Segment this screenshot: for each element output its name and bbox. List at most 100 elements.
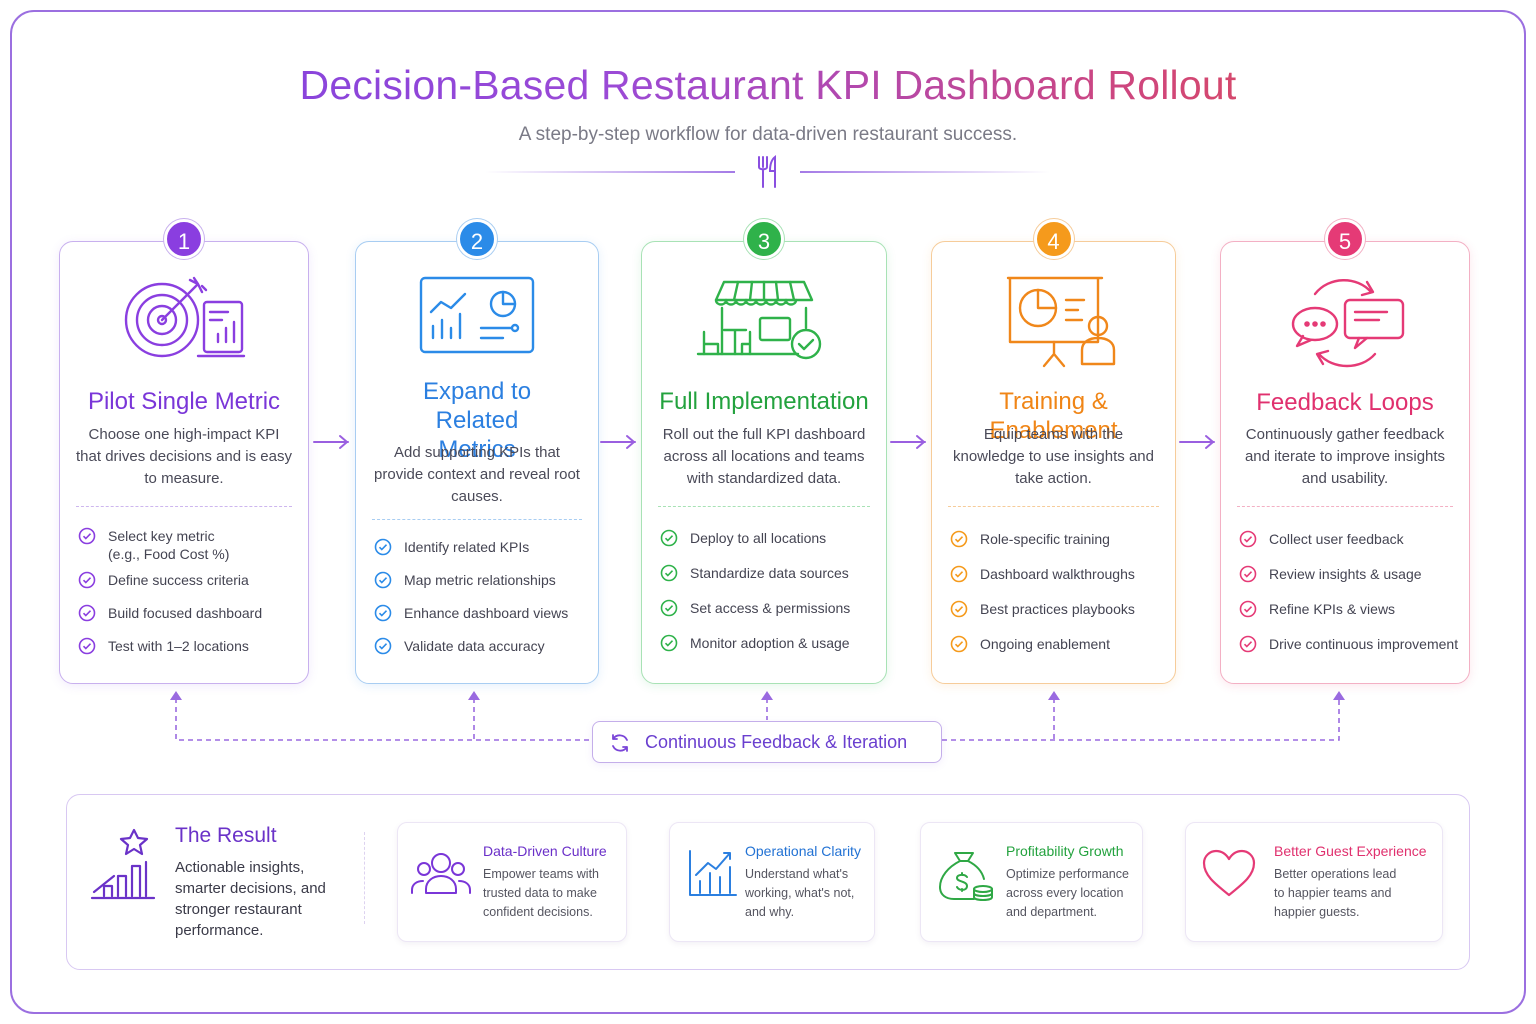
benefit-text: Understand what's working, what's not, a… [745,867,855,919]
checklist-item-label: Refine KPIs & views [1269,601,1396,617]
step-description: Continuously gather feedback and iterate… [1244,426,1446,487]
step-separator [372,519,582,520]
check-circle-icon [950,565,968,583]
step-checklist: Role-specific training Dashboard walkthr… [950,530,1167,670]
step-title: Pilot Single Metric [87,388,281,415]
checklist-item: Define success criteria [78,571,300,604]
checklist-item-label: Monitor adoption & usage [690,635,850,651]
step-title: Expand to Related Metrics [356,377,598,464]
checklist-item: Drive continuous improvement [1239,635,1461,670]
step-separator [1237,506,1453,507]
benefit-title: Profitability Growth [1006,843,1124,859]
checklist-item: Enhance dashboard views [374,604,590,637]
benefit-title: Data-Driven Culture [483,843,607,859]
benefit-text: Empower teams with trusted data to make … [483,867,600,919]
arrow-right-icon [1179,435,1215,449]
checklist-item-label: Map metric relationships [404,572,556,588]
check-circle-icon [374,571,392,589]
result-text: Actionable insights, smarter decisions, … [175,859,326,939]
star-growth-chart-icon [90,828,156,900]
step-title: Feedback Loops [1256,389,1434,416]
checklist-item-label: Role-specific training [980,531,1110,547]
analytics-dashboard-icon [419,276,535,354]
check-circle-icon [78,604,96,622]
step-checklist: Select key metric (e.g., Food Cost %) De… [78,527,300,670]
step-separator [948,506,1159,507]
check-circle-icon [374,604,392,622]
checklist-item: Dashboard walkthroughs [950,565,1167,600]
checklist-item: Standardize data sources [660,564,878,599]
checklist-item: Refine KPIs & views [1239,600,1461,635]
benefit-title: Better Guest Experience [1274,843,1427,859]
step-card-3: 3 Full Implementation Roll out the full … [641,219,887,684]
checklist-item-label: Test with 1–2 locations [108,638,249,654]
step-description: Choose one high-impact KPI that drives d… [76,426,292,487]
page-title: Decision-Based Restaurant KPI Dashboard … [0,62,1536,109]
checklist-item: Test with 1–2 locations [78,637,300,670]
checklist-item: Role-specific training [950,530,1167,565]
result-title: The Result [175,824,277,847]
fork-knife-icon [758,154,776,188]
step-checklist: Identify related KPIs Map metric relatio… [374,538,590,670]
step-separator [658,506,870,507]
step-card-1: 1 Pilot Single Metric Choose one high-im… [59,219,309,684]
checklist-item-label: Collect user feedback [1269,531,1404,547]
checklist-item-label: Review insights & usage [1269,566,1422,582]
check-circle-icon [660,529,678,547]
check-circle-icon [1239,530,1257,548]
check-circle-icon [1239,600,1257,618]
benefit-text: Better operations lead to happier teams … [1274,867,1397,919]
arrow-right-icon [313,435,349,449]
step-description: Equip teams with the knowledge to use in… [953,426,1154,487]
step-card-5: 5 Feedback Loops Continuously gather fee… [1220,219,1470,684]
checklist-item-label: Deploy to all locations [690,530,827,546]
check-circle-icon [660,599,678,617]
checklist-item: Best practices playbooks [950,600,1167,635]
checklist-item: Review insights & usage [1239,565,1461,600]
checklist-item-label: Validate data accuracy [404,638,545,654]
checklist-item-label: Select key metric (e.g., Food Cost %) [108,528,230,562]
check-circle-icon [660,564,678,582]
checklist-item: Collect user feedback [1239,530,1461,565]
feedback-label: Continuous Feedback & Iteration [645,732,908,752]
checklist-item-label: Drive continuous improvement [1269,636,1459,652]
team-people-icon [411,853,471,894]
checklist-item: Ongoing enablement [950,635,1167,670]
heart-icon [1202,849,1256,897]
check-circle-icon [950,635,968,653]
step-title-text: Expand to Related Metrics [422,378,532,463]
target-report-icon [124,276,246,358]
result-divider [364,832,365,924]
checklist-item: Select key metric (e.g., Food Cost %) [78,527,300,571]
checklist-item: Map metric relationships [374,571,590,604]
check-circle-icon [950,600,968,618]
step-number-badge: 5 [1325,219,1365,259]
arrow-right-icon [890,435,926,449]
checklist-item: Set access & permissions [660,599,878,634]
step-description: Add supporting KPIs that provide context… [374,444,580,505]
step-number-badge: 2 [457,219,497,259]
step-number-badge: 3 [744,219,784,259]
check-circle-icon [78,637,96,655]
check-circle-icon [78,527,96,545]
chat-cycle-icon [1291,279,1405,368]
checklist-item-label: Set access & permissions [690,600,851,616]
benefit-text: Optimize performance across every locati… [1006,867,1129,919]
checklist-item: Monitor adoption & usage [660,634,878,669]
bar-chart-trend-icon [689,850,737,896]
page-subtitle: A step-by-step workflow for data-driven … [518,124,1018,145]
benefit-card-data-driven-culture: Data-Driven Culture Empower teams with t… [397,822,627,942]
step-card-2: 2 Expand to Related Metrics Add supporti… [355,219,599,684]
step-checklist: Collect user feedback Review insights & … [1239,530,1461,670]
check-circle-icon [1239,635,1257,653]
benefit-card-better-guest-experience: Better Guest Experience Better operation… [1185,822,1443,942]
checklist-item: Build focused dashboard [78,604,300,637]
step-description: Roll out the full KPI dashboard across a… [662,426,866,487]
checklist-item-label: Enhance dashboard views [404,605,569,621]
check-circle-icon [374,637,392,655]
checklist-item-label: Dashboard walkthroughs [980,566,1135,582]
title-divider-left [485,171,735,173]
check-circle-icon [1239,565,1257,583]
checklist-item: Validate data accuracy [374,637,590,670]
checklist-item-label: Define success criteria [108,572,249,588]
